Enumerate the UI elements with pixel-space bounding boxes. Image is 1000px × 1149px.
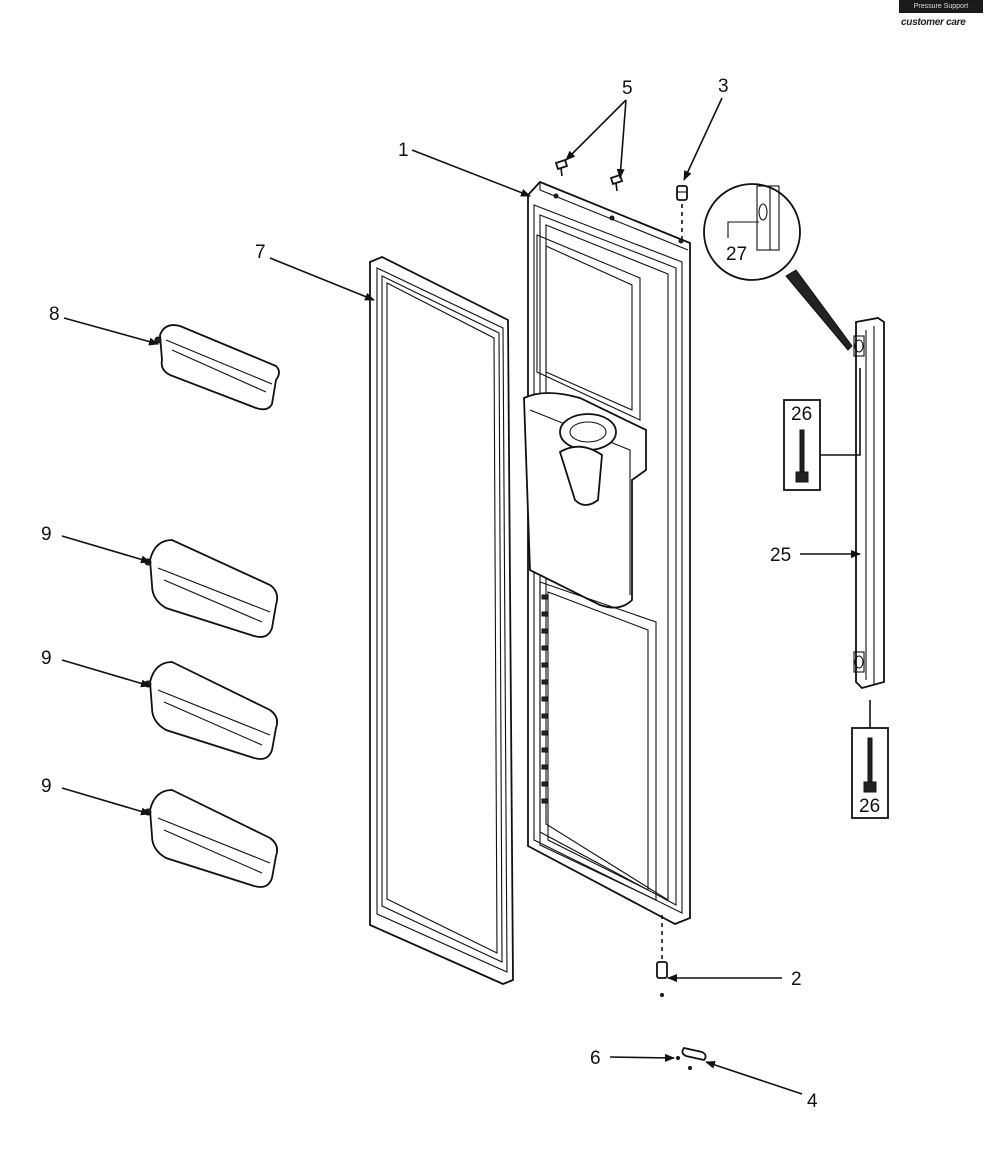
callout-7: 7 <box>255 242 266 263</box>
callout-1: 1 <box>398 140 409 161</box>
leader-lines <box>61 97 861 1095</box>
callout-25: 25 <box>770 545 791 566</box>
door-gasket <box>369 256 514 985</box>
shelf-rail-slots <box>541 594 549 804</box>
door-bin-1 <box>144 539 279 638</box>
callout-26-bottom: 26 <box>859 796 880 817</box>
callout-27: 27 <box>726 244 747 265</box>
callout-6: 6 <box>590 1048 601 1069</box>
door-bin-2 <box>144 661 279 760</box>
callout-9-third: 9 <box>41 776 52 797</box>
top-hinge-pin <box>676 185 688 243</box>
brand-logo-customer-care: customer care <box>901 17 966 28</box>
brand-logo-banner: Pressure Support <box>899 0 983 13</box>
door-handle <box>853 317 885 690</box>
callout-9-first: 9 <box>41 524 52 545</box>
hinge-bushing <box>676 1056 680 1060</box>
door-bin-small <box>154 324 280 411</box>
callout-8: 8 <box>49 304 60 325</box>
callout-labels: 1 2 3 4 5 6 7 8 9 9 9 25 26 26 27 <box>41 76 880 1112</box>
handle-screw-box-bottom <box>851 700 889 819</box>
callout-26-top: 26 <box>791 404 812 425</box>
callout-4: 4 <box>807 1091 818 1112</box>
callout-3: 3 <box>718 76 729 97</box>
door-bin-3 <box>144 789 279 888</box>
hinge-bracket <box>681 1046 707 1070</box>
freezer-door-panel <box>523 180 691 925</box>
callout-2: 2 <box>791 969 802 990</box>
handle-detail-magnifier <box>703 183 853 351</box>
top-screws <box>554 158 624 192</box>
callout-5: 5 <box>622 78 633 99</box>
handle-screw-box-top <box>783 368 861 491</box>
bottom-hinge-pin <box>656 961 668 997</box>
callout-9-second: 9 <box>41 648 52 669</box>
